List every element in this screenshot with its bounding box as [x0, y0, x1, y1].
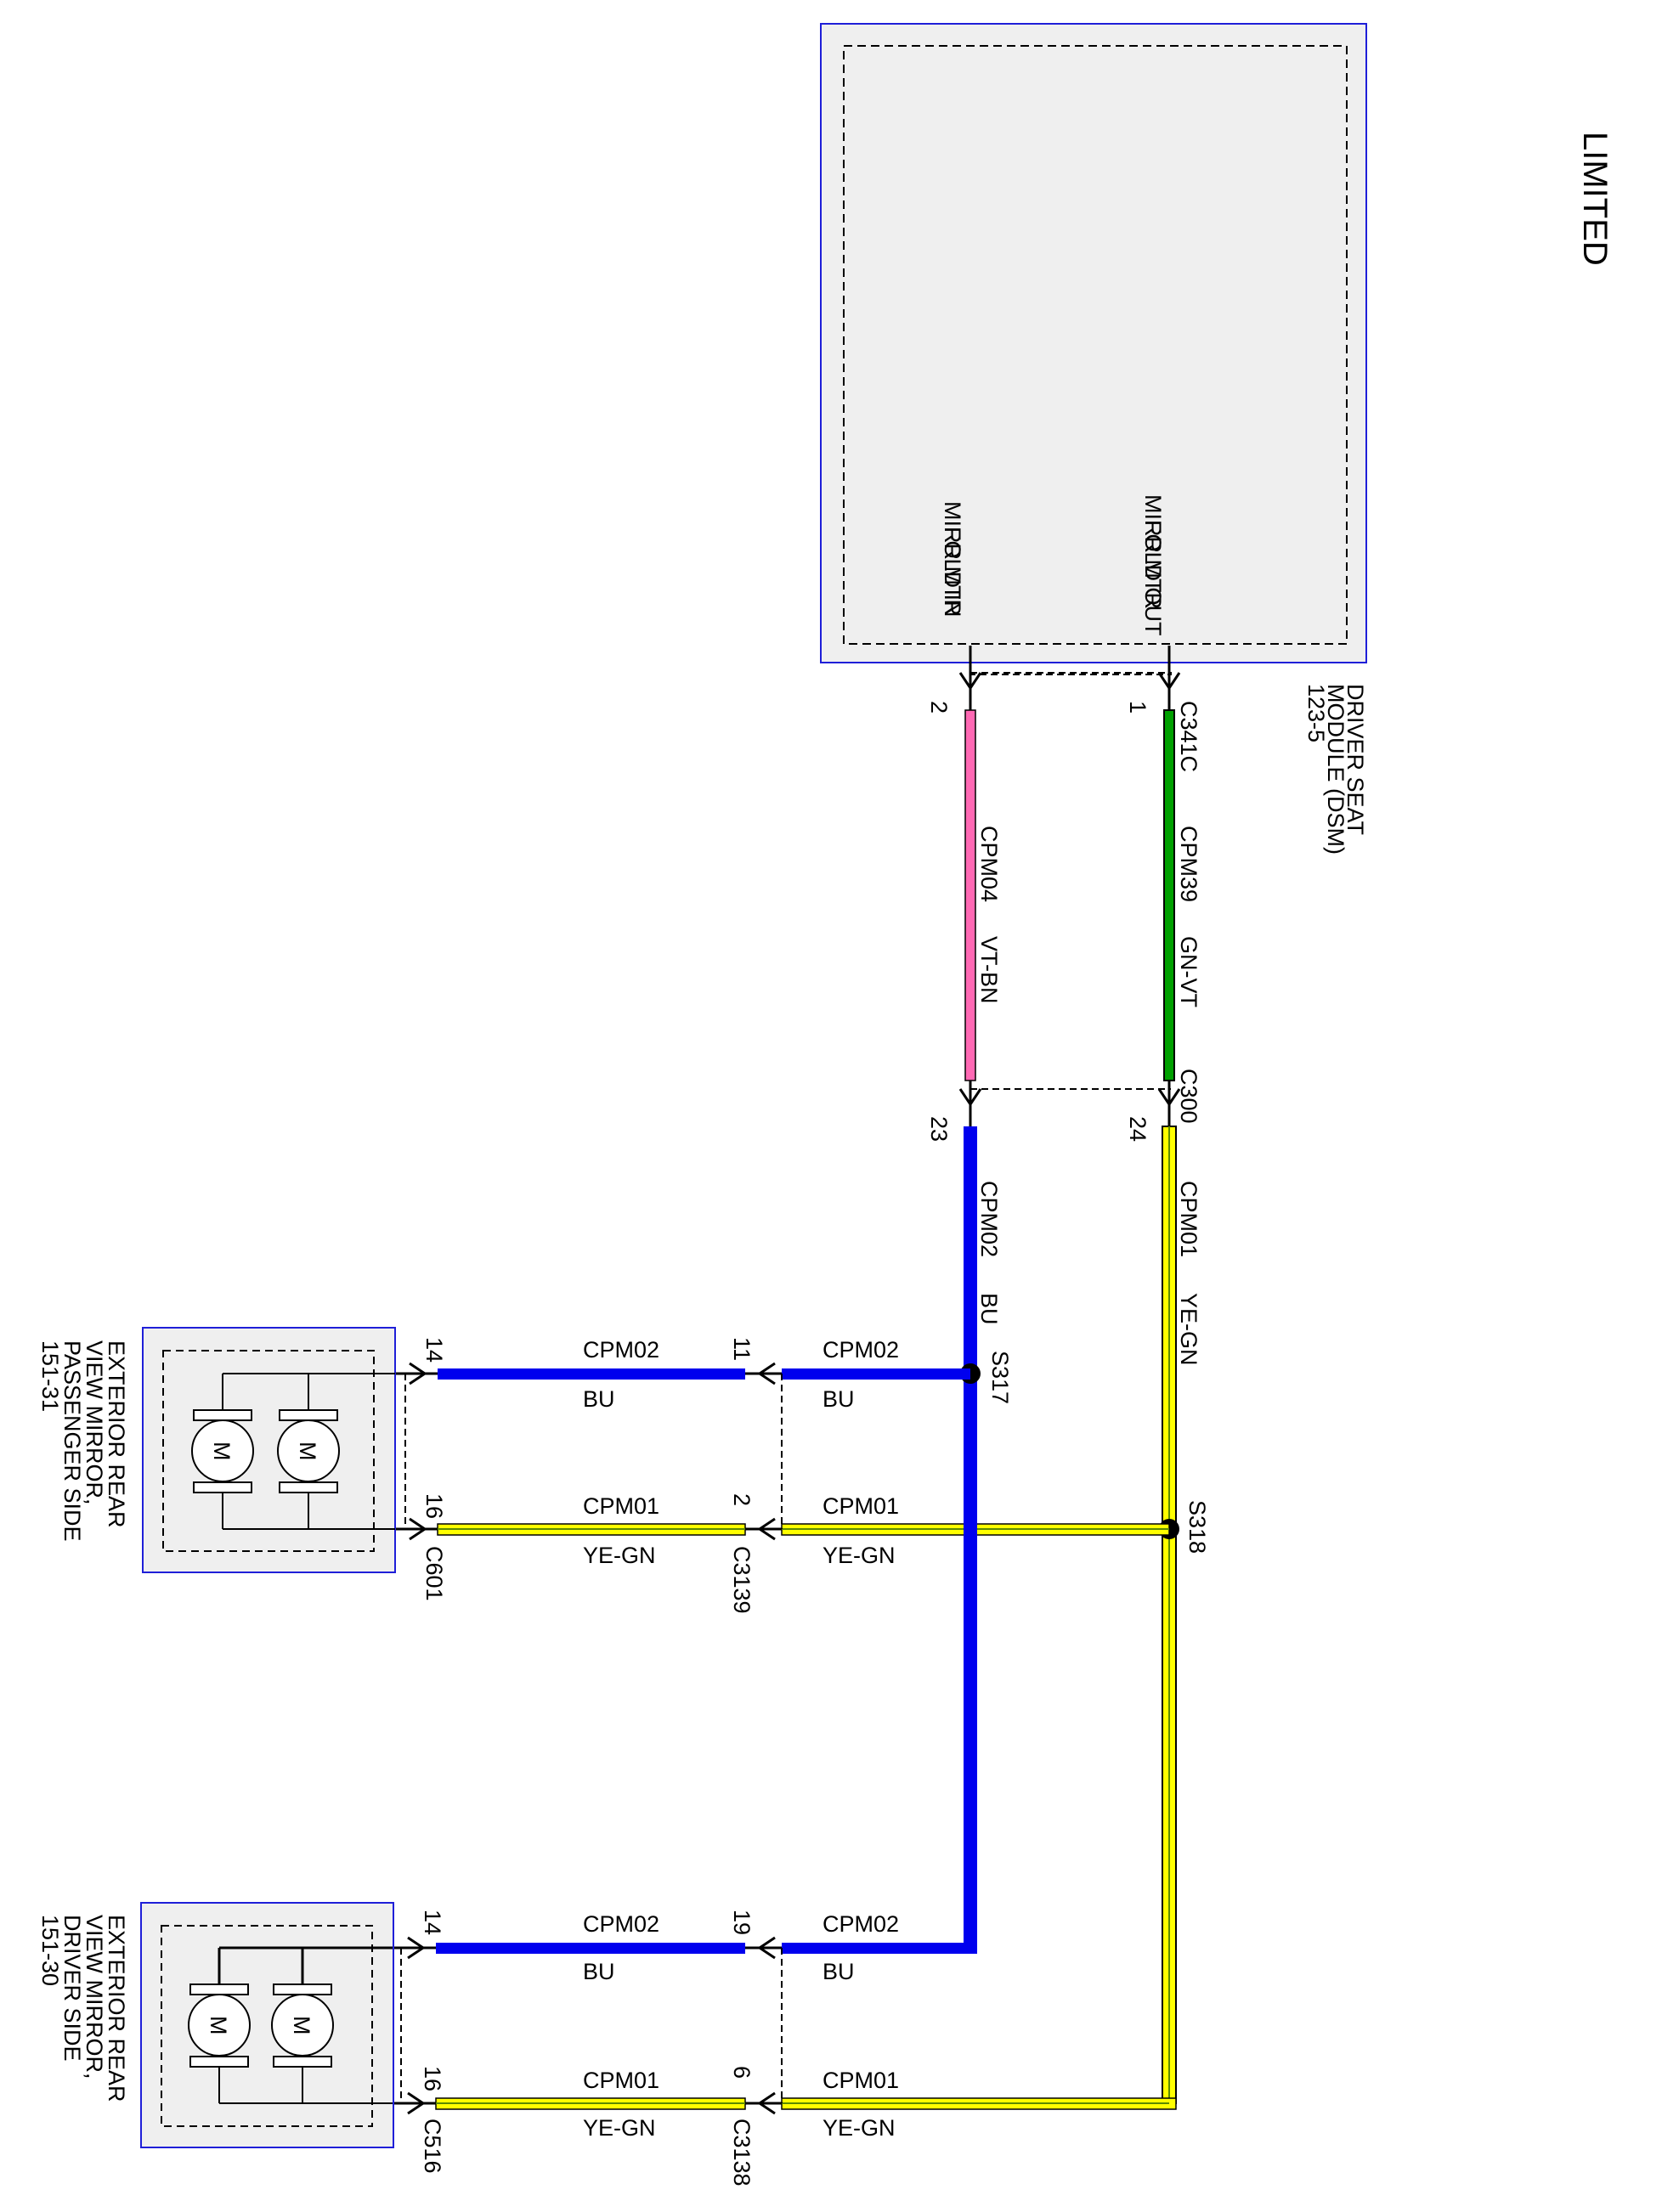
connector-c601-label: C601	[421, 1546, 447, 1601]
driver-mirror-name-3: DRIVER SIDE	[59, 1915, 85, 2062]
pin-fold-in-label-2: FOLD IN	[940, 527, 965, 618]
passenger-bu-left-color: BU	[583, 1386, 615, 1412]
driver-ye-right-wire[interactable]	[781, 2097, 1177, 2110]
connector-c341c-label: C341C	[1176, 701, 1201, 772]
driver-motor-1	[188, 1983, 251, 2068]
wire-cpm01-main-color: YE-GN	[1176, 1293, 1201, 1366]
passenger-bu-left-code: CPM02	[583, 1337, 659, 1363]
driver-bu-left-code: CPM02	[583, 1911, 659, 1937]
passenger-ye-left-code: CPM01	[583, 1493, 659, 1519]
driver-mirror-name-4: 151-30	[37, 1915, 63, 1986]
driver-ye-left-wire[interactable]	[435, 2097, 746, 2110]
c601-pin-bu: 14	[421, 1337, 447, 1363]
passenger-motor-2	[277, 1409, 340, 1493]
c341c-pin-1: 1	[1125, 701, 1150, 714]
wire-cpm39-color: GN-VT	[1176, 936, 1201, 1007]
passenger-mirror-module[interactable]	[142, 1327, 396, 1573]
c516-pin-ye: 16	[420, 2066, 445, 2091]
splice-s317-label: S317	[987, 1351, 1013, 1404]
dsm-name-line-2: MODULE (DSM)	[1323, 684, 1348, 855]
passenger-ye-left-wire[interactable]	[437, 1523, 746, 1536]
c3138-pin-ye: 6	[729, 2066, 755, 2079]
splice-s318-label: S318	[1184, 1500, 1210, 1554]
passenger-ye-right-code: CPM01	[823, 1493, 899, 1519]
passenger-bu-right-code: CPM02	[823, 1337, 899, 1363]
c3138-pin-bu: 19	[729, 1910, 755, 1935]
driver-bu-right-code: CPM02	[823, 1911, 899, 1937]
wire-cpm02-main-code: CPM02	[976, 1181, 1002, 1257]
passenger-motor-1-label: M	[209, 1442, 235, 1461]
dsm-name-line-3: 123-5	[1303, 684, 1329, 742]
wire-cpm01-ye-gn-main[interactable]	[1162, 1126, 1177, 2104]
connector-c3139-label: C3139	[729, 1546, 755, 1614]
connector-c300-label: C300	[1176, 1069, 1201, 1124]
wire-cpm39-gn-vt[interactable]	[1163, 709, 1175, 1081]
pin-fold-in-label-1: MIRR MTR	[940, 501, 965, 616]
passenger-mirror-name-1: EXTERIOR REAR	[104, 1340, 129, 1528]
wire-cpm04-code: CPM04	[976, 826, 1002, 902]
c3139-pin-bu: 11	[729, 1337, 755, 1361]
c341c-pin-2: 2	[926, 701, 952, 714]
driver-bu-left-color: BU	[583, 1959, 615, 1984]
connector-c3138-label: C3138	[729, 2119, 755, 2187]
driver-mirror-module[interactable]	[140, 1902, 394, 2148]
pin-fold-out-label-2: FOLD OUT	[1140, 520, 1166, 636]
driver-bu-left-wire[interactable]	[436, 1943, 745, 1954]
passenger-mirror-name-4: 151-31	[37, 1340, 63, 1412]
variant-label: LIMITED	[1576, 132, 1614, 266]
passenger-motor-1	[191, 1409, 254, 1493]
wire-cpm39-code: CPM39	[1176, 826, 1201, 902]
connector-c341c-outline	[970, 672, 1172, 675]
driver-ye-left-code: CPM01	[583, 2068, 659, 2093]
driver-ye-left-color: YE-GN	[583, 2115, 656, 2141]
driver-mirror-name-1: EXTERIOR REAR	[104, 1915, 129, 2102]
passenger-bu-right-color: BU	[823, 1386, 855, 1412]
passenger-motor-2-label: M	[295, 1442, 320, 1461]
connector-c516-label: C516	[420, 2119, 445, 2174]
passenger-ye-right-color: YE-GN	[823, 1543, 896, 1568]
driver-motor-1-label: M	[206, 2016, 231, 2035]
driver-seat-module[interactable]	[820, 23, 1367, 663]
dsm-name-line-1: DRIVER SEAT	[1343, 684, 1368, 835]
c300-pin-23: 23	[926, 1116, 952, 1142]
c516-pin-bu: 14	[420, 1910, 445, 1935]
wire-cpm04-color: VT-BN	[976, 936, 1002, 1004]
c3139-pin-ye: 2	[729, 1493, 755, 1506]
driver-mirror-name-2: VIEW MIRROR,	[82, 1915, 107, 2079]
pin-fold-out-label-1: MIRR MTR	[1140, 494, 1166, 609]
wire-cpm02-main-color: BU	[976, 1293, 1002, 1325]
passenger-ye-left-color: YE-GN	[583, 1543, 656, 1568]
passenger-bu-right-wire[interactable]	[782, 1368, 970, 1380]
driver-motor-wiring	[218, 1946, 393, 2104]
driver-ye-right-code: CPM01	[823, 2068, 899, 2093]
driver-motor-2-label: M	[289, 2016, 314, 2035]
c601-pin-ye: 16	[421, 1493, 447, 1519]
passenger-bu-left-wire[interactable]	[438, 1368, 745, 1380]
driver-ye-right-color: YE-GN	[823, 2115, 896, 2141]
driver-bu-right-color: BU	[823, 1959, 855, 1984]
passenger-motor-wiring	[222, 1373, 395, 1530]
wire-cpm01-main-code: CPM01	[1176, 1181, 1201, 1257]
wire-cpm04-vt-bn[interactable]	[964, 709, 976, 1081]
driver-bu-right-wire[interactable]	[782, 1943, 977, 1954]
passenger-mirror-name-3: PASSENGER SIDE	[59, 1340, 85, 1542]
driver-motor-2	[271, 1983, 334, 2068]
c300-pin-24: 24	[1125, 1116, 1150, 1142]
passenger-mirror-name-2: VIEW MIRROR,	[82, 1340, 107, 1505]
